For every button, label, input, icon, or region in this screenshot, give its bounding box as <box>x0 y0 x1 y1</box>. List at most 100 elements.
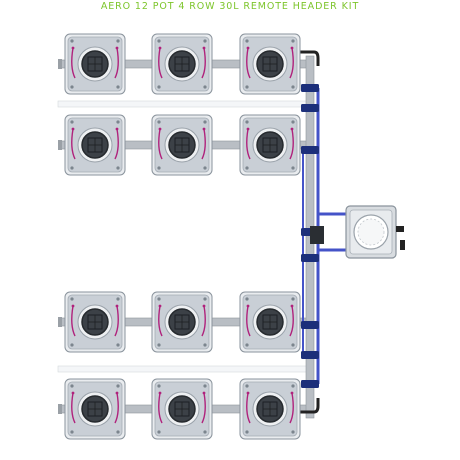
hose-icon <box>70 128 76 160</box>
hose-icon <box>201 305 207 337</box>
pot-r4-c1 <box>64 378 126 440</box>
dripper-left <box>246 391 250 395</box>
dripper-right <box>290 391 294 395</box>
pot-bolt-1 <box>245 39 249 43</box>
dripper-right <box>290 304 294 308</box>
hose-icon <box>114 128 120 160</box>
dripper-right <box>202 127 206 131</box>
end-cap-1 <box>58 59 62 69</box>
pot-bolt-1 <box>70 384 74 388</box>
fitting-1 <box>301 84 319 92</box>
pot-bolt-1 <box>245 297 249 301</box>
pot-bolt-1 <box>70 120 74 124</box>
dripper-left <box>246 127 250 131</box>
dripper-right <box>202 46 206 50</box>
pot-r4-c2 <box>151 378 213 440</box>
pot-bolt-1 <box>245 384 249 388</box>
pot-r3-c1 <box>64 291 126 353</box>
pot-bolt-4 <box>203 166 207 170</box>
hose-icon <box>157 47 163 79</box>
reservoir-icon <box>345 205 405 259</box>
pot-bolt-3 <box>245 166 249 170</box>
pot-bolt-3 <box>157 430 161 434</box>
hose-icon <box>289 47 295 79</box>
pot-r3-c2 <box>151 291 213 353</box>
pot-bolt-2 <box>116 120 120 124</box>
hose-icon <box>245 305 251 337</box>
pot-bolt-4 <box>203 343 207 347</box>
pot-bolt-2 <box>203 297 207 301</box>
fitting-6 <box>301 321 319 329</box>
pot-bolt-1 <box>157 384 161 388</box>
row-separator-1 <box>57 100 314 108</box>
dripper-left <box>71 304 75 308</box>
pot-bolt-1 <box>245 120 249 124</box>
dripper-left <box>158 304 162 308</box>
hose-icon <box>289 392 295 424</box>
pot-r2-c2 <box>151 114 213 176</box>
header-manifold <box>300 50 350 419</box>
pot-bolt-4 <box>116 430 120 434</box>
pot-bolt-4 <box>203 430 207 434</box>
hose-icon <box>245 47 251 79</box>
pot-r4-c3 <box>239 378 301 440</box>
pot-bolt-4 <box>291 430 295 434</box>
pot-r1-c2 <box>151 33 213 95</box>
fitting-5 <box>301 254 319 262</box>
hose-icon <box>114 305 120 337</box>
hose-icon <box>289 305 295 337</box>
pot-bolt-2 <box>203 39 207 43</box>
fitting-7 <box>301 351 319 359</box>
pot-bolt-3 <box>157 343 161 347</box>
dripper-left <box>158 127 162 131</box>
pot-bolt-4 <box>291 343 295 347</box>
pot-r3-c3 <box>239 291 301 353</box>
pot-bolt-3 <box>70 343 74 347</box>
hose-icon <box>114 392 120 424</box>
end-cap-2 <box>58 140 62 150</box>
dripper-right <box>115 391 119 395</box>
elbow-bottom <box>300 398 320 414</box>
pot-r2-c3 <box>239 114 301 176</box>
hose-icon <box>245 392 251 424</box>
pot-bolt-1 <box>157 297 161 301</box>
pot-bolt-2 <box>291 297 295 301</box>
dripper-left <box>246 304 250 308</box>
pot-bolt-2 <box>291 384 295 388</box>
hose-icon <box>201 392 207 424</box>
dripper-left <box>71 391 75 395</box>
pot-bolt-3 <box>70 430 74 434</box>
pot-bolt-4 <box>203 85 207 89</box>
pot-bolt-3 <box>70 85 74 89</box>
pot-bolt-3 <box>245 430 249 434</box>
hose-icon <box>201 128 207 160</box>
row-separator-2 <box>57 365 314 373</box>
pot-bolt-4 <box>291 166 295 170</box>
hose-icon <box>114 47 120 79</box>
pot-r2-c1 <box>64 114 126 176</box>
pot-bolt-2 <box>116 39 120 43</box>
hose-icon <box>201 47 207 79</box>
hose-icon <box>70 47 76 79</box>
pot-bolt-3 <box>70 166 74 170</box>
hose-icon <box>70 305 76 337</box>
dripper-right <box>115 127 119 131</box>
end-cap-4 <box>58 404 62 414</box>
hose-icon <box>70 392 76 424</box>
dripper-right <box>290 46 294 50</box>
dripper-right <box>202 391 206 395</box>
elbow-top <box>300 50 320 66</box>
dripper-left <box>158 46 162 50</box>
pot-bolt-1 <box>70 297 74 301</box>
fitting-2 <box>301 104 319 112</box>
pot-bolt-4 <box>116 343 120 347</box>
pot-bolt-1 <box>70 39 74 43</box>
pot-bolt-2 <box>291 120 295 124</box>
hose-icon <box>289 128 295 160</box>
pot-bolt-3 <box>157 85 161 89</box>
dripper-left <box>158 391 162 395</box>
pot-bolt-2 <box>203 384 207 388</box>
reservoir-hatch-ring <box>357 218 385 246</box>
dripper-right <box>115 304 119 308</box>
